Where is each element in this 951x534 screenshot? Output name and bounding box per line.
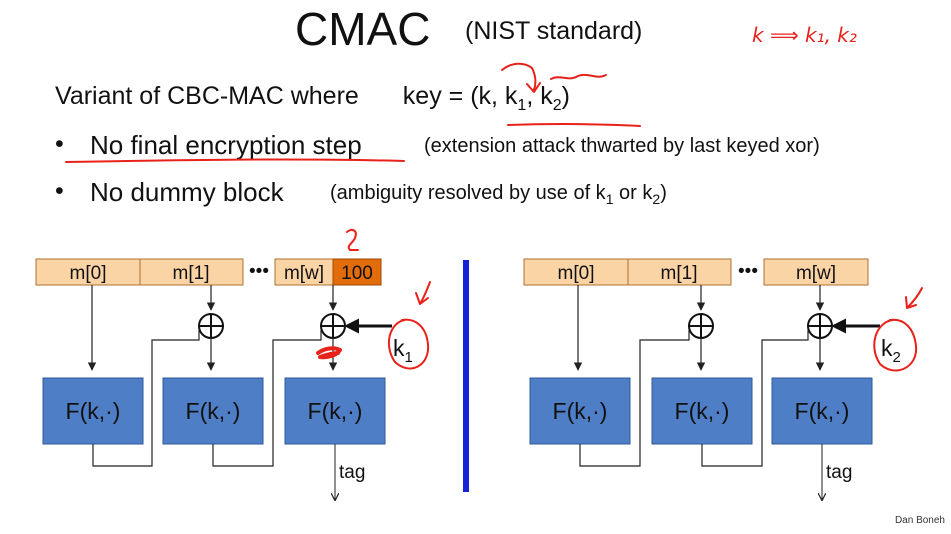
left-padding-label: 100 xyxy=(341,263,373,284)
left-padding-block xyxy=(332,258,382,286)
handwritten-circle-k2 xyxy=(873,318,918,372)
handwritten-annotations: k ⟹ k₁, k₂ xyxy=(65,23,923,372)
right-prf-block-1 xyxy=(529,377,631,445)
key-definition: key = (k, k1, k2) xyxy=(402,82,570,114)
diagram-divider xyxy=(463,260,469,492)
left-tag-label: tag xyxy=(339,462,365,483)
right-block-w-label: m[w] xyxy=(796,263,836,284)
bullet-1-note: (extension attack thwarted by last keyed… xyxy=(424,135,820,157)
bullet-1-text: No final encryption step xyxy=(90,130,362,160)
slide-title: CMAC xyxy=(295,3,431,55)
author-credit: Dan Boneh xyxy=(894,515,945,526)
right-block-0-label: m[0] xyxy=(558,263,595,284)
handwritten-note: k ⟹ k₁, k₂ xyxy=(752,23,857,47)
handwritten-arrow-k2 xyxy=(905,287,923,309)
left-xor-1-icon xyxy=(198,313,224,339)
left-key-label: k1 xyxy=(393,335,413,366)
left-cmac-diagram: m[0] m[1] m[w] 100 ••• xyxy=(35,258,413,500)
right-prf-block-2 xyxy=(651,377,753,445)
right-tag-label: tag xyxy=(826,462,852,483)
handwritten-mark-padding xyxy=(346,229,359,251)
left-block-w-label: m[w] xyxy=(284,263,324,284)
handwritten-bullet-underline xyxy=(65,158,405,163)
right-message-block-w xyxy=(763,258,869,286)
right-prf-1-label: F(k,·) xyxy=(553,398,608,424)
handwritten-circle-k1 xyxy=(387,318,430,370)
right-cmac-diagram: m[0] m[1] m[w] ••• k2 xyxy=(523,258,901,500)
right-prf-3-label: F(k,·) xyxy=(795,398,850,424)
left-prf-block-1 xyxy=(42,377,144,445)
bullet-1-marker: • xyxy=(55,130,64,158)
variant-text: Variant of CBC-MAC where xyxy=(55,82,359,110)
handwritten-key-underline xyxy=(507,122,641,127)
handwritten-arrow-to-k xyxy=(501,62,537,91)
bullet-2-text: No dummy block xyxy=(90,177,284,207)
right-message-block-0 xyxy=(523,258,629,286)
left-xor-2-icon xyxy=(320,313,346,339)
right-key-label: k2 xyxy=(881,335,901,366)
left-prf-block-3 xyxy=(284,377,386,445)
right-prf-2-label: F(k,·) xyxy=(675,398,730,424)
handwritten-arrow-k1 xyxy=(415,281,431,305)
right-xor-1-icon xyxy=(688,313,714,339)
bullet-2-marker: • xyxy=(55,177,64,205)
handwritten-scribble xyxy=(316,346,342,360)
left-ellipsis: ••• xyxy=(249,261,269,282)
left-prf-block-2 xyxy=(162,377,264,445)
slide-subtitle: (NIST standard) xyxy=(465,17,643,45)
left-block-1-label: m[1] xyxy=(173,263,210,284)
bullet-2-note: (ambiguity resolved by use of k1 or k2) xyxy=(330,182,667,207)
left-prf-2-label: F(k,·) xyxy=(186,398,241,424)
left-block-0-label: m[0] xyxy=(70,263,107,284)
right-block-1-label: m[1] xyxy=(661,263,698,284)
right-ellipsis: ••• xyxy=(738,261,758,282)
left-prf-1-label: F(k,·) xyxy=(66,398,121,424)
right-prf-block-3 xyxy=(771,377,873,445)
variant-line: Variant of CBC-MAC where key = (k, k1, k2… xyxy=(55,82,570,115)
handwritten-squiggle xyxy=(550,73,607,80)
left-message-block-1 xyxy=(139,258,244,286)
left-prf-3-label: F(k,·) xyxy=(308,398,363,424)
left-message-block-0 xyxy=(35,258,141,286)
right-xor-2-icon xyxy=(807,313,833,339)
right-message-block-1 xyxy=(627,258,732,286)
